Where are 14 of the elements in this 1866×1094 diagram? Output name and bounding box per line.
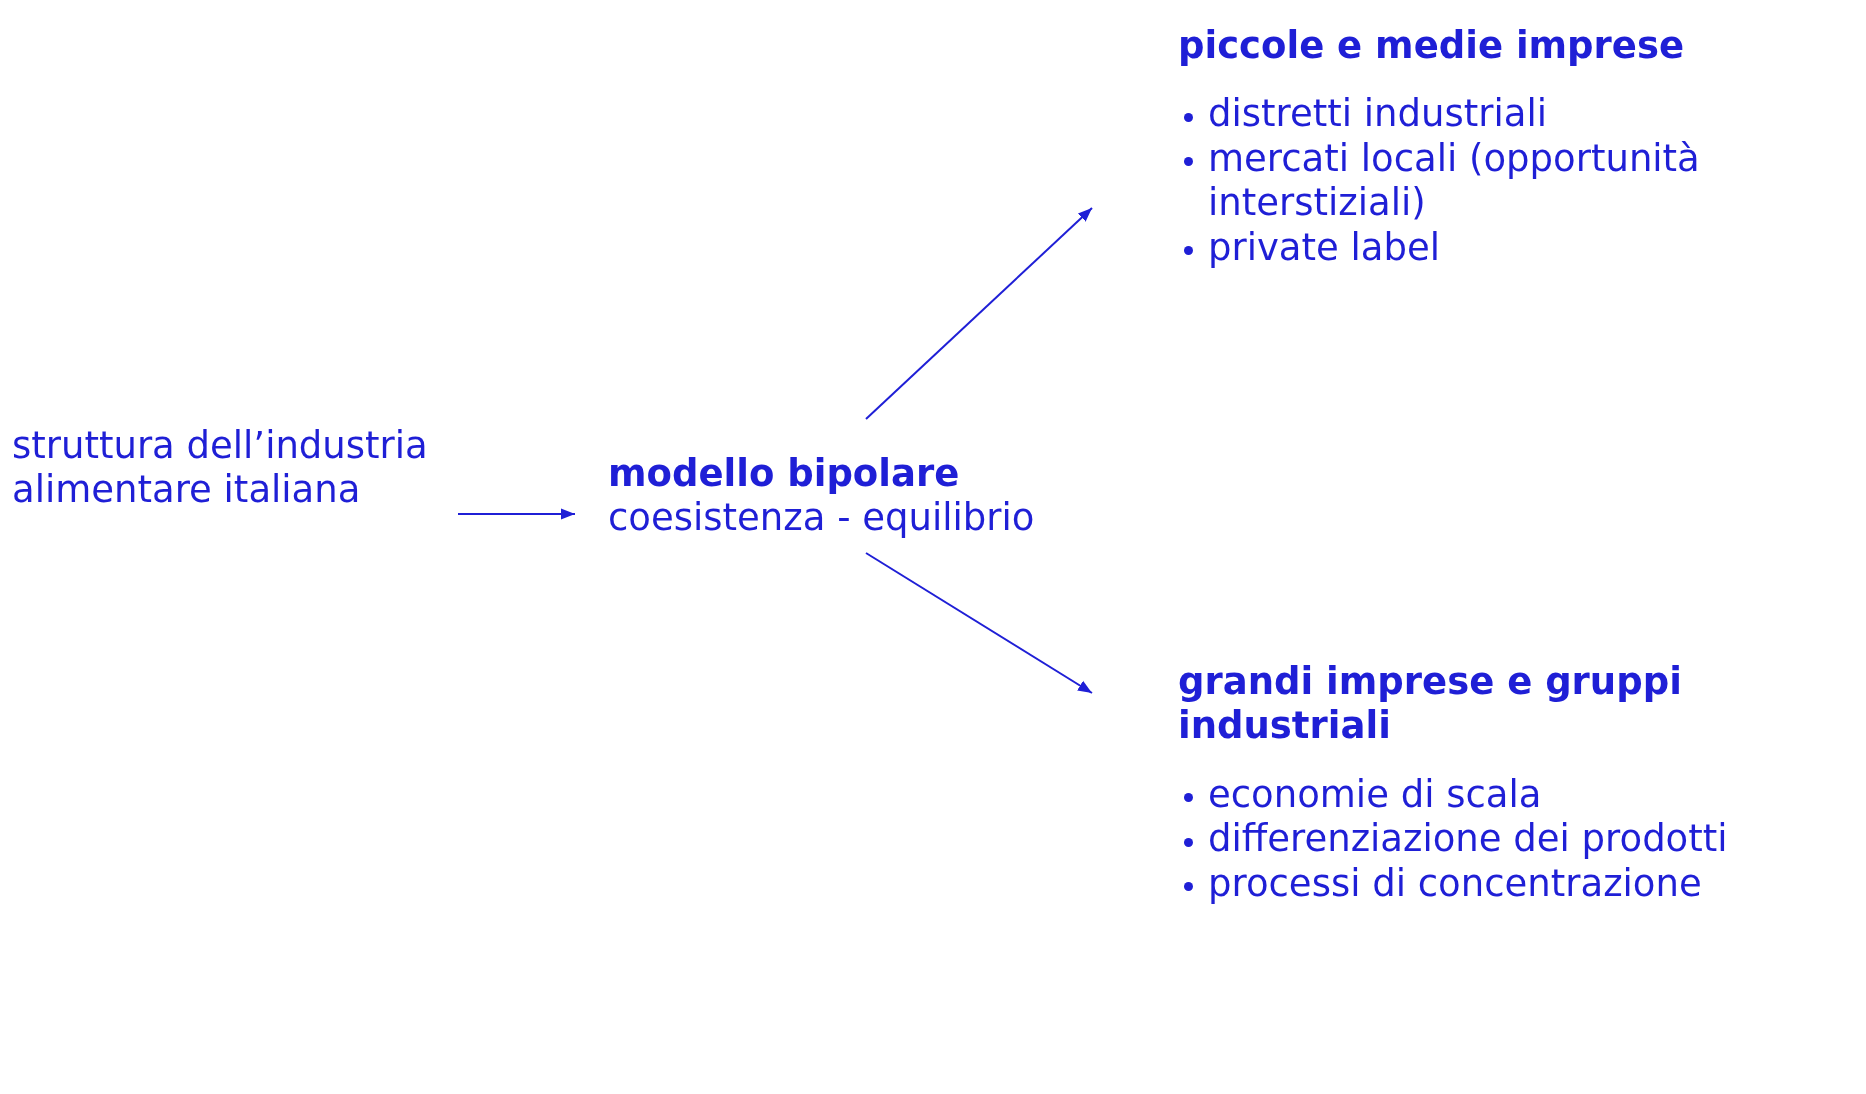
bullet-item: economie di scala — [1178, 772, 1858, 818]
bullet-item: private label — [1178, 225, 1858, 270]
bullet-item: processi di concentrazione — [1178, 861, 1858, 906]
node-text: struttura dell’industria alimentare italiana — [12, 424, 429, 513]
node-heading: grandi imprese e gruppi industriali — [1178, 660, 1683, 749]
node-heading: piccole e medie imprese — [1178, 24, 1686, 69]
bullet-item: mercati locali (opportunità interstiziali) — [1178, 136, 1858, 226]
node-subtitle: coesistenza - equilibrio — [608, 496, 1036, 541]
bullet-item: differenziazione dei prodotti — [1178, 817, 1858, 862]
arrow — [457, 508, 576, 520]
arrow — [865, 207, 1093, 420]
arrow — [865, 552, 1093, 694]
bullet-item: distretti industriali — [1178, 92, 1858, 137]
node-heading: modello bipolare — [608, 452, 961, 497]
